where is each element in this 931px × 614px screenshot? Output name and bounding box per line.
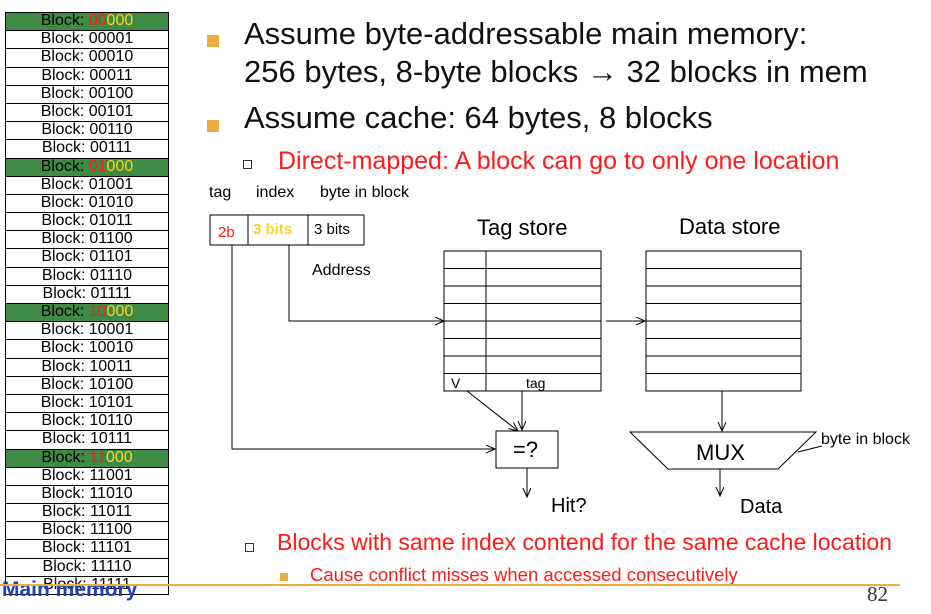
header-tag-label: tag <box>209 184 231 201</box>
valid-to-compare-arrow <box>466 390 518 431</box>
sub-bullet-marker <box>245 543 254 552</box>
byte-select-line <box>797 445 823 453</box>
header-byte-label: byte in block <box>320 184 410 201</box>
memory-block: Block: 11000 <box>5 449 169 468</box>
memory-block: Block: 00101 <box>5 103 169 123</box>
memory-block: Block: 11011 <box>5 504 169 523</box>
memory-block: Block: 00011 <box>5 67 169 86</box>
hit-label: Hit? <box>551 495 587 517</box>
data-label: Data <box>740 496 783 518</box>
sub-bullet-same-index: Blocks with same index contend for the s… <box>277 529 892 555</box>
tag-store <box>443 250 602 392</box>
sub-bullet-marker <box>243 160 252 169</box>
memory-block: Block: 10110 <box>5 413 169 432</box>
comparator-label: =? <box>513 437 538 462</box>
memory-block: Block: 10011 <box>5 358 169 377</box>
footer-rule <box>0 584 900 586</box>
mux <box>628 431 818 470</box>
sub-sub-bullet-marker <box>280 573 288 581</box>
memory-block: Block: 10010 <box>5 340 169 359</box>
bullet-memory-line1: Assume byte-addressable main memory: <box>244 16 808 51</box>
mux-label: MUX <box>696 440 745 465</box>
memory-block: Block: 01101 <box>5 249 169 268</box>
memory-block: Block: 11010 <box>5 485 169 505</box>
address-field-tag <box>209 214 249 246</box>
memory-block: Block: 00100 <box>5 85 169 104</box>
memory-block: Block: 10101 <box>5 394 169 414</box>
memory-block: Block: 00010 <box>5 49 169 68</box>
memory-block: Block: 00001 <box>5 31 169 50</box>
sub-sub-bullet-conflict: Cause conflict misses when accessed cons… <box>310 564 738 585</box>
memory-block: Block: 10100 <box>5 376 169 395</box>
valid-bit-label: V <box>451 375 461 391</box>
sub-bullet-direct-mapped: Direct-mapped: A block can go to only on… <box>278 147 840 175</box>
address-field-byte <box>307 214 365 246</box>
memory-block: Block: 01001 <box>5 176 169 195</box>
memory-block: Block: 01100 <box>5 231 169 250</box>
address-byte-text: 3 bits <box>314 221 350 238</box>
tag-arrow <box>231 245 495 449</box>
memory-block: Block: 00111 <box>5 140 169 159</box>
memory-block: Block: 01110 <box>5 267 169 286</box>
bullet-cache: Assume cache: 64 bytes, 8 blocks <box>244 100 713 135</box>
data-store <box>645 250 802 392</box>
index-arrow <box>288 245 444 321</box>
data-store-label: Data store <box>679 214 781 239</box>
bullet-memory-line2: 256 bytes, 8-byte blocks → 32 blocks in … <box>244 54 868 89</box>
memory-block: Block: 01010 <box>5 194 169 214</box>
address-tag-text: 2b <box>218 224 235 241</box>
address-label: Address <box>312 262 371 279</box>
tag-store-label: Tag store <box>477 215 568 240</box>
address-field-index <box>247 214 309 246</box>
bullet-marker <box>207 35 219 47</box>
memory-block: Block: 10000 <box>5 304 169 323</box>
memory-block: Block: 11001 <box>5 467 169 486</box>
memory-block: Block: 11110 <box>5 558 169 577</box>
memory-block: Block: 00110 <box>5 122 169 141</box>
header-index-label: index <box>256 184 294 201</box>
tag-column-label: tag <box>526 375 545 391</box>
memory-block: Block: 00000 <box>5 13 169 32</box>
memory-block: Block: 11100 <box>5 522 169 541</box>
byte-in-block-label: byte in block <box>821 431 911 448</box>
memory-block: Block: 01000 <box>5 158 169 177</box>
memory-block: Block: 11101 <box>5 540 169 559</box>
memory-block: Block: 10001 <box>5 322 169 341</box>
memory-block: Block: 01011 <box>5 213 169 232</box>
bullet-marker <box>207 120 219 132</box>
memory-block: Block: 10111 <box>5 431 169 450</box>
address-index-text: 3 bits <box>253 221 292 238</box>
memory-block: Block: 01111 <box>5 285 169 304</box>
main-memory-title: Main memory <box>2 578 138 601</box>
page-number: 82 <box>867 582 888 606</box>
